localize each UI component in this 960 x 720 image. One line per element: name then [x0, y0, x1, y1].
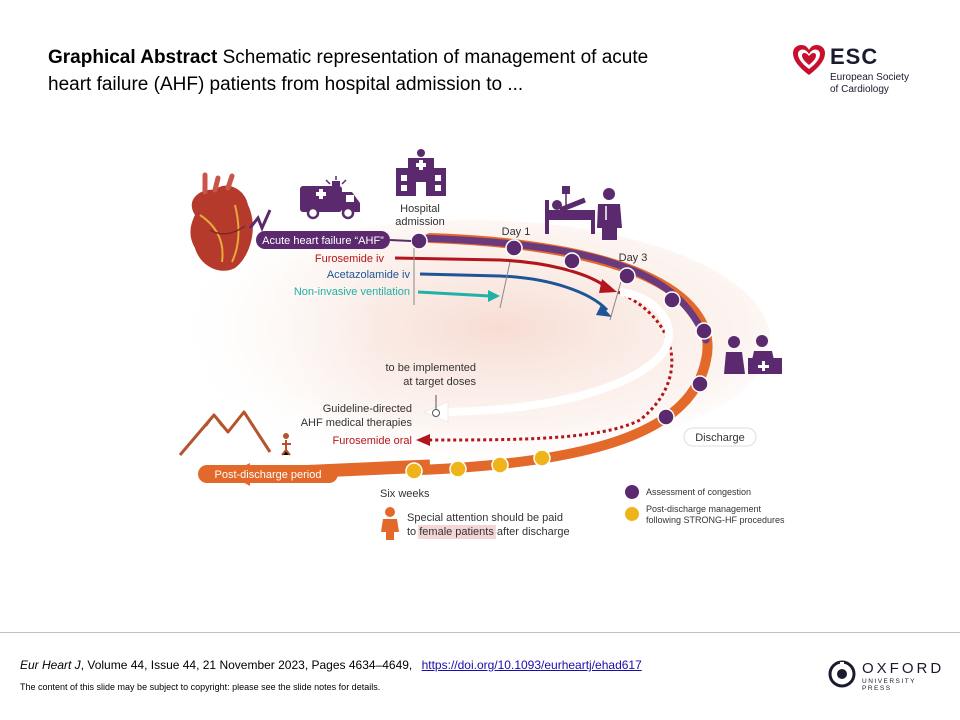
- purple-arc: [416, 234, 710, 344]
- discharge-label: Discharge: [695, 432, 745, 444]
- acetazolamide-line: [419, 272, 609, 312]
- gdmt-label-line2: AHF medical therapies: [301, 417, 413, 429]
- citation: Eur Heart J, Volume 44, Issue 44, 21 Nov…: [20, 658, 642, 672]
- esc-line1: European Society: [830, 72, 909, 83]
- legend-purple-swatch: [625, 485, 639, 499]
- doi-link[interactable]: https://doi.org/10.1093/eurheartj/ehad61…: [421, 658, 642, 672]
- six-weeks-label: Six weeks: [380, 488, 430, 500]
- day3-label: Day 3: [619, 252, 648, 264]
- post-discharge-dot: [405, 462, 423, 480]
- assessment-dot: [618, 267, 636, 285]
- copyright-notice: The content of this slide may be subject…: [20, 682, 381, 692]
- publisher-subtitle: UNIVERSITY PRESS: [862, 678, 916, 692]
- post-discharge-dot: [533, 449, 551, 467]
- acetazolamide-iv-label: Acetazolamide iv: [327, 269, 411, 281]
- heart-logo-icon: [793, 45, 825, 75]
- slide-title: Graphical Abstract Schematic representat…: [48, 44, 688, 98]
- hospital-label-line2: admission: [395, 216, 445, 228]
- day1-tick: [499, 261, 511, 309]
- ahf-label: Acute heart failure “AHF”: [262, 235, 384, 247]
- ambulance-icon: [300, 176, 360, 220]
- assessment-dot: [505, 239, 523, 257]
- assessment-dot: [695, 322, 713, 340]
- assessment-dot: [657, 408, 675, 426]
- esc-line2: of Cardiology: [830, 84, 889, 95]
- post-discharge-dot: [449, 460, 467, 478]
- gdmt-label-line1: Guideline-directed: [323, 403, 412, 415]
- furosemide-iv-arrowhead: [599, 279, 617, 293]
- implement-label-line2: at target doses: [403, 376, 476, 388]
- attention-line2: to female patients after discharge: [407, 526, 570, 538]
- niv-line: [417, 290, 491, 298]
- title-text: Schematic representation of management o…: [48, 47, 649, 95]
- assessment-dot: [691, 375, 709, 393]
- oxford-logo: OXFORD UNIVERSITY PRESS: [828, 660, 948, 692]
- citation-details: , Volume 44, Issue 44, 21 November 2023,…: [80, 658, 416, 672]
- ahf-connector: [389, 239, 412, 242]
- hospital-icon: [396, 149, 446, 196]
- gdmt-line: [444, 288, 673, 416]
- day3-tick: [609, 277, 623, 321]
- clinic-consultation-icon: [724, 335, 782, 374]
- background-fade: [170, 220, 770, 460]
- highlight-mark: [418, 525, 496, 539]
- oxford-seal-icon: [828, 660, 856, 688]
- esc-logo: ESC European Society of Cardiology: [792, 42, 932, 102]
- furosemide-oral-label: Furosemide oral: [333, 435, 412, 447]
- ahf-pill: [256, 231, 390, 249]
- legend-yellow-label-line1: Post-discharge management: [646, 504, 762, 514]
- post-discharge-dot: [491, 456, 509, 474]
- assessment-dot: [663, 291, 681, 309]
- furosemide-iv-label: Furosemide iv: [315, 253, 385, 265]
- title-bold: Graphical Abstract: [48, 47, 218, 68]
- implement-label-line1: to be implemented: [386, 362, 477, 374]
- journal-name: Eur Heart J: [20, 658, 81, 672]
- doctor-icon: [597, 188, 622, 240]
- niv-label: Non-invasive ventilation: [294, 286, 410, 298]
- furosemide-oral-arrowhead: [416, 434, 430, 446]
- furosemide-iv-line: [394, 256, 606, 288]
- esc-fullname: European Society of Cardiology: [830, 72, 909, 96]
- esc-acronym: ESC: [830, 44, 879, 69]
- hospital-label-line1: Hospital: [400, 203, 440, 215]
- discharge-pill: [683, 427, 757, 447]
- assessment-dot: [410, 232, 428, 250]
- legend-purple-label: Assessment of congestion: [646, 487, 751, 497]
- gdmt-pointer-dot: [432, 409, 440, 417]
- furosemide-dotted: [429, 290, 674, 442]
- day1-label: Day 1: [502, 226, 531, 238]
- post-discharge-pill: [198, 465, 338, 483]
- post-discharge-label: Post-discharge period: [214, 469, 321, 481]
- assessment-dot: [563, 252, 581, 270]
- heart-illustration-icon: [190, 172, 272, 271]
- legend-yellow-swatch: [625, 507, 639, 521]
- publisher-name: OXFORD: [862, 660, 945, 677]
- legend-yellow-label-line2: following STRONG-HF procedures: [646, 515, 785, 525]
- acetazolamide-arrowhead: [596, 305, 612, 317]
- hospital-bed-icon: [545, 186, 595, 234]
- mountains-icon: [178, 410, 291, 456]
- attention-line1: Special attention should be paid: [407, 512, 563, 524]
- female-patient-icon: [381, 507, 399, 540]
- niv-arrowhead: [488, 290, 500, 302]
- footer-divider: [0, 632, 960, 633]
